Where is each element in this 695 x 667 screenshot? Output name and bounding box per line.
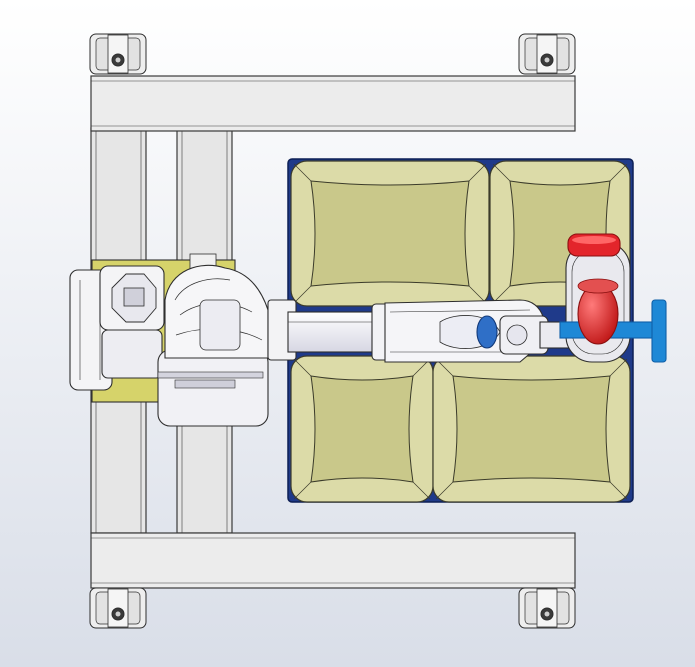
caster-top-left — [89, 33, 147, 75]
casters — [89, 33, 576, 629]
robot-shoulder — [157, 264, 297, 427]
motor-block-lower — [101, 329, 163, 379]
gripper-blue-end — [651, 299, 667, 363]
upper-arm — [287, 311, 384, 353]
caster-top-right — [518, 33, 576, 75]
caster-bottom-left — [89, 587, 147, 629]
bag-bottom-left — [290, 355, 434, 503]
bag-bottom-right — [432, 355, 631, 503]
caster-bottom-right — [518, 587, 576, 629]
bag-top-left — [290, 160, 490, 307]
bags — [290, 160, 631, 503]
frame-beam-bottom — [90, 532, 576, 589]
frame-beam-top — [90, 75, 576, 132]
gripper — [559, 233, 667, 363]
robot-arm — [287, 299, 571, 363]
